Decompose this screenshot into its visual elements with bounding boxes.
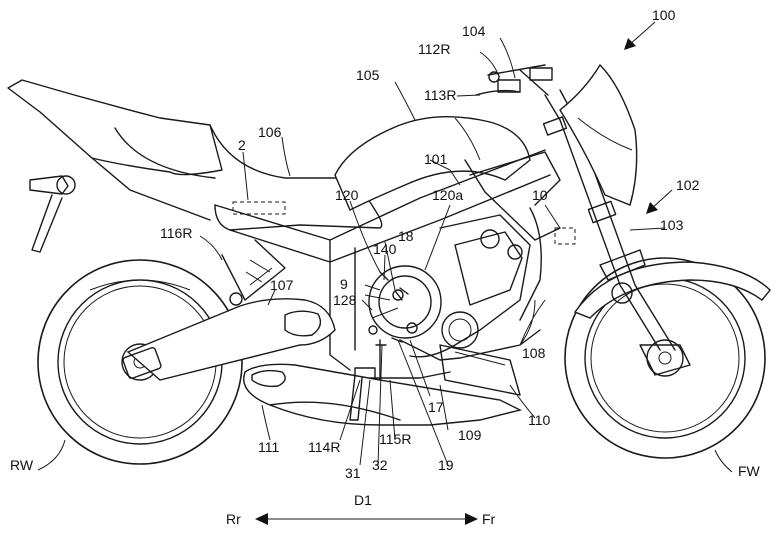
swing-arm — [126, 298, 336, 381]
front-wheel — [564, 257, 766, 459]
label-106: 106 — [258, 124, 282, 140]
main-frame — [214, 149, 561, 371]
leader-lines — [37, 37, 733, 473]
exhaust — [243, 344, 523, 426]
tail-light-assembly — [29, 175, 76, 253]
label-19: 19 — [438, 457, 454, 473]
label-116R: 116R — [160, 225, 192, 241]
label-104: 104 — [462, 23, 486, 39]
engine — [399, 214, 541, 361]
label-105: 105 — [356, 67, 380, 83]
label-111: 111 — [258, 439, 279, 455]
dashed-component-2 — [232, 201, 286, 215]
side-stand — [349, 374, 363, 421]
label-110: 110 — [528, 412, 551, 428]
engine-side-cover — [364, 265, 442, 339]
front-fender — [573, 261, 771, 319]
label-direction-axis: D1 — [354, 492, 372, 508]
label-RW: RW — [10, 457, 34, 473]
label-10: 10 — [532, 187, 548, 203]
label-32: 32 — [372, 457, 388, 473]
fuel-tank — [334, 116, 531, 211]
dashed-component-10 — [554, 227, 576, 245]
label-2: 2 — [238, 137, 246, 153]
label-112R: 112R — [418, 41, 450, 57]
shift-linkage — [354, 339, 451, 383]
label-102: 102 — [676, 177, 700, 193]
label-100: 100 — [652, 7, 676, 23]
label-9: 9 — [340, 276, 348, 292]
reference-arrows — [624, 21, 673, 214]
label-128: 128 — [333, 292, 357, 308]
label-114R: 114R — [308, 439, 340, 455]
label-front-direction: Fr — [482, 511, 496, 527]
label-rear-direction: Rr — [226, 511, 241, 527]
label-17: 17 — [428, 399, 444, 415]
handlebar — [475, 64, 553, 96]
label-120: 120 — [335, 187, 359, 203]
label-113R: 113R — [424, 87, 456, 103]
label-103: 103 — [660, 217, 684, 233]
rear-cowl — [7, 79, 223, 221]
label-107: 107 — [270, 277, 294, 293]
direction-arrow — [255, 513, 478, 525]
label-120a: 120a — [432, 187, 463, 203]
label-115R: 115R — [379, 431, 411, 447]
seat — [209, 124, 383, 231]
label-31: 31 — [345, 465, 361, 481]
label-101: 101 — [424, 151, 448, 167]
label-FW: FW — [738, 463, 761, 479]
headlight-cowl — [559, 63, 638, 206]
label-108: 108 — [522, 345, 546, 361]
label-109: 109 — [458, 427, 482, 443]
label-18: 18 — [398, 228, 414, 244]
reference-labels: 100 104 112R 105 113R 2 106 101 102 120 … — [10, 7, 761, 527]
label-140: 140 — [373, 241, 397, 257]
rear-subframe — [221, 239, 286, 306]
